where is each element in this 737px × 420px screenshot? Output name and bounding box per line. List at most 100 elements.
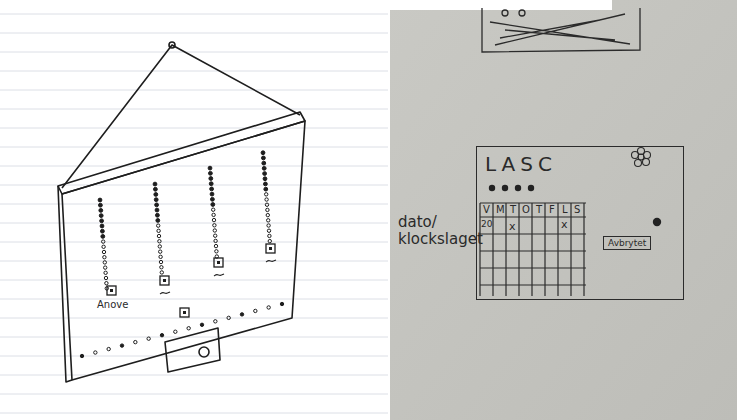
notebook-rule xyxy=(0,14,388,15)
button-square xyxy=(160,276,169,285)
notebook-rule xyxy=(0,394,388,395)
board-dot xyxy=(209,177,213,181)
button-caption-squiggle xyxy=(160,292,170,294)
board-dot xyxy=(102,240,105,243)
scribble-dot xyxy=(519,10,525,16)
status-dot xyxy=(489,185,495,191)
board-dot xyxy=(280,302,283,305)
board-dot xyxy=(158,245,161,248)
flower-petal xyxy=(635,160,642,167)
flower-petal xyxy=(632,152,639,159)
board-stand xyxy=(165,328,220,372)
grid-header: T xyxy=(510,204,516,215)
board-dot xyxy=(210,187,214,191)
grid-header: L xyxy=(562,204,568,215)
button-caption: Anove xyxy=(97,299,128,310)
board-dot xyxy=(187,327,190,330)
board-dot xyxy=(99,214,103,218)
board-dot xyxy=(262,166,266,170)
board-button xyxy=(107,286,116,295)
board-dot xyxy=(101,229,105,233)
board-dot xyxy=(103,261,106,264)
button-square xyxy=(180,308,189,317)
board-dot xyxy=(159,250,162,253)
board-dot xyxy=(103,256,106,259)
screen-panel: LASCAvbrytet xyxy=(476,146,684,300)
board-dot xyxy=(101,235,105,239)
notebook-rule xyxy=(0,71,388,72)
button-core xyxy=(217,261,220,264)
board-dot xyxy=(157,224,160,227)
board-dot xyxy=(157,229,160,232)
board-dot xyxy=(266,208,269,211)
paper-ground xyxy=(0,0,390,420)
board-dot xyxy=(262,161,266,165)
board-dot xyxy=(227,316,230,319)
board-dot xyxy=(147,337,150,340)
board-dot xyxy=(158,240,161,243)
board-dot xyxy=(98,198,102,202)
notebook-rule xyxy=(0,318,388,319)
grid-header: F xyxy=(549,204,555,215)
board-dot xyxy=(209,171,213,175)
status-dots xyxy=(489,185,661,226)
board-dot xyxy=(159,255,162,258)
board-dot xyxy=(264,187,268,191)
board-dot xyxy=(156,213,160,217)
board-dot xyxy=(209,182,213,186)
button-caption-squiggle xyxy=(266,260,276,262)
button-label: Avbrytet xyxy=(608,238,646,248)
board-dot xyxy=(134,340,137,343)
board-button xyxy=(214,258,223,267)
flower-icon xyxy=(632,148,651,167)
board-dot xyxy=(159,260,162,263)
board-dot xyxy=(267,219,270,222)
board-dot xyxy=(156,219,160,223)
board-dot xyxy=(153,182,157,186)
notebook-rule xyxy=(0,166,388,167)
board-dot xyxy=(261,151,265,155)
button-square xyxy=(107,286,116,295)
board-dot xyxy=(102,250,105,253)
board-dot xyxy=(267,224,270,227)
board-button xyxy=(160,276,169,285)
board-button xyxy=(180,308,189,317)
notebook-rule xyxy=(0,280,388,281)
board-face xyxy=(62,121,305,380)
date-time-note: dato/ klockslaget xyxy=(398,214,483,247)
board-dot xyxy=(160,266,163,269)
board-dot xyxy=(208,166,212,170)
grid-cell: 20 xyxy=(481,220,492,230)
board-dot xyxy=(120,344,123,347)
week-grid xyxy=(480,203,586,296)
status-dot xyxy=(502,185,508,191)
notebook-rule xyxy=(0,375,388,376)
notebook-rule xyxy=(0,356,388,357)
notebook-rules xyxy=(0,14,388,413)
indicator-dot xyxy=(653,218,661,226)
notebook-rule xyxy=(0,242,388,243)
board-dot xyxy=(263,177,267,181)
board-dot xyxy=(213,224,216,227)
button-square xyxy=(266,244,275,253)
board-dot xyxy=(267,229,270,232)
board-side xyxy=(58,186,72,382)
board-dot xyxy=(104,276,107,279)
grid-header: T xyxy=(536,204,542,215)
board-dot xyxy=(155,203,159,207)
board-dot xyxy=(102,245,105,248)
board-dot xyxy=(200,323,203,326)
notebook-rule xyxy=(0,90,388,91)
flower-petal xyxy=(644,152,651,159)
grid-rows xyxy=(480,203,586,285)
board-dot xyxy=(268,239,271,242)
board-dot xyxy=(211,203,215,207)
notebook-rule xyxy=(0,261,388,262)
board-dot xyxy=(212,213,215,216)
board-dot xyxy=(214,320,217,323)
board-dot xyxy=(267,306,270,309)
board-top-edge xyxy=(58,112,305,194)
grid-cell: x xyxy=(561,219,568,231)
